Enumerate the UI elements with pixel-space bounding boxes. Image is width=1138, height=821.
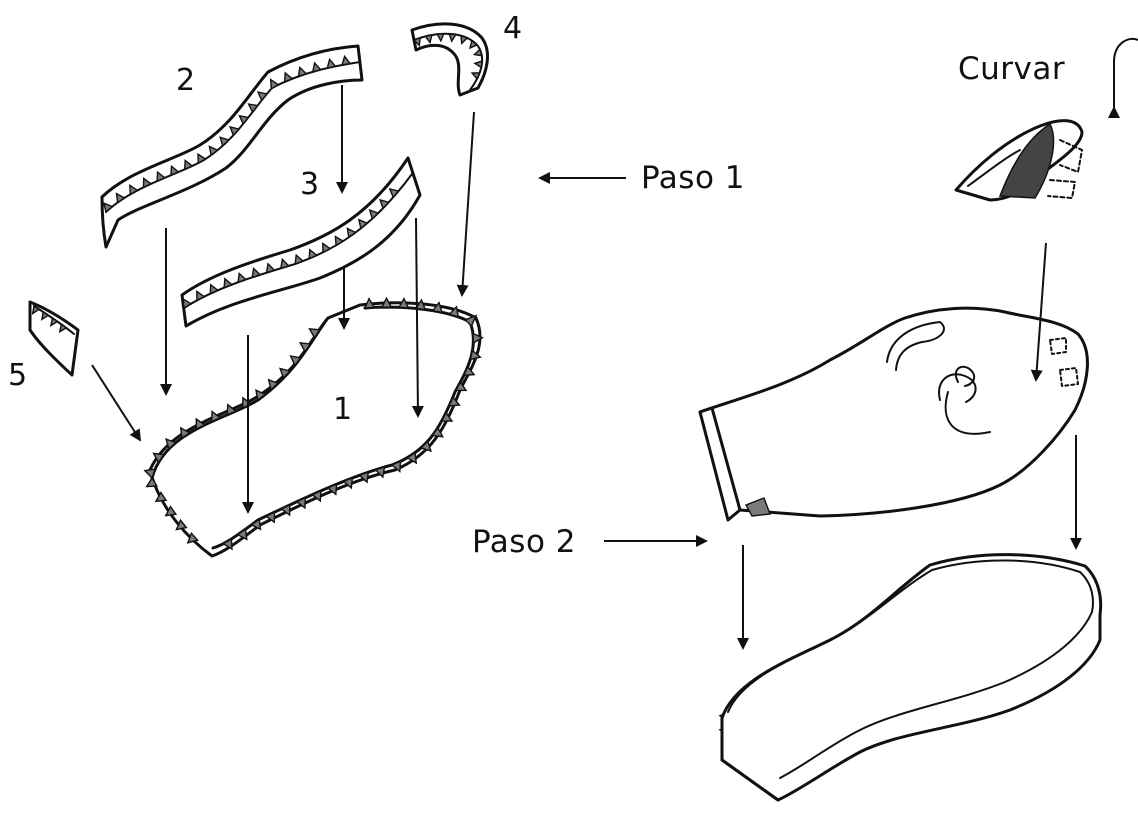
- label-piece-5: 5: [8, 361, 27, 391]
- sawtooth-tooth: [421, 441, 431, 451]
- label-paso-1: Paso 1: [641, 163, 745, 194]
- toe-cap-piece: [956, 121, 1082, 200]
- piece-1-base: [150, 303, 480, 556]
- sawtooth-tooth: [291, 356, 301, 365]
- label-curvar: Curvar: [958, 54, 1065, 85]
- sawtooth-tooth: [310, 329, 320, 338]
- sawtooth-tooth: [466, 316, 477, 327]
- label-piece-3: 3: [300, 170, 319, 200]
- sawtooth-tooth: [147, 478, 157, 487]
- sawtooth-tooth: [252, 519, 261, 529]
- piece-2-strip: [102, 46, 362, 247]
- paso1-assembly-arrows: [92, 85, 474, 512]
- sawtooth-tooth: [196, 419, 204, 429]
- sawtooth-tooth: [300, 343, 310, 352]
- curvar-rotation-arrow: [1114, 39, 1138, 108]
- label-piece-1: 1: [333, 395, 352, 425]
- sawtooth-tooth: [227, 405, 236, 415]
- shoe-upper: [700, 308, 1087, 520]
- label-paso-2: Paso 2: [472, 527, 576, 558]
- label-piece-2: 2: [176, 66, 195, 96]
- assembled-sole: [722, 555, 1101, 800]
- sawtooth-tooth: [212, 412, 221, 422]
- label-piece-4: 4: [503, 14, 522, 44]
- piece-5-wedge: [30, 302, 78, 375]
